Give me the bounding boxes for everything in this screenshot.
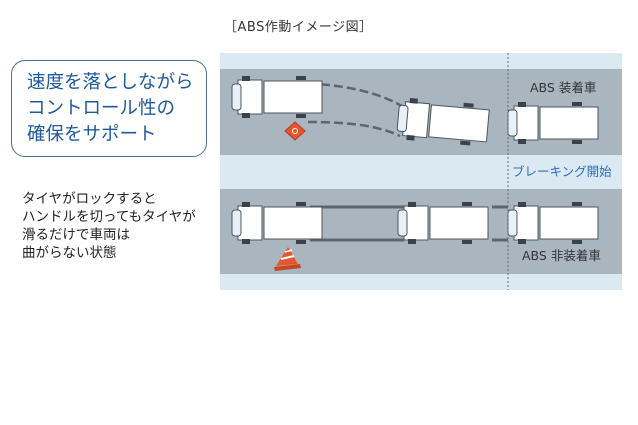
wheel-lock-description: タイヤがロックすると ハンドルを切ってもタイヤが 滑るだけで車両は 曲がらない状…: [22, 190, 196, 262]
lane-band: [220, 53, 622, 69]
truck-icon: [231, 201, 323, 245]
lane-band: [220, 274, 622, 290]
obstacle-sign-icon: [284, 121, 306, 141]
lane-band: [220, 155, 622, 189]
callout-line-1: 速度を落としながら: [27, 72, 194, 93]
label-abs-equipped: ABS 装着車: [530, 80, 596, 95]
label-braking-start: ブレーキング開始: [512, 164, 612, 179]
callout-line-3: 確保をサポート: [27, 124, 157, 145]
label-abs-not-equipped: ABS 非装着車: [522, 248, 601, 263]
truck-icon: [397, 201, 489, 245]
description-line-1: タイヤがロックすると: [22, 191, 157, 207]
truck-icon: [231, 75, 323, 119]
callout-line-2: コントロール性の: [27, 98, 176, 119]
traffic-cone-icon: [274, 247, 301, 271]
description-line-4: 曲がらない状態: [22, 245, 117, 261]
description-line-2: ハンドルを切ってもタイヤが: [22, 209, 196, 225]
skid-trace: [307, 82, 406, 110]
skid-trace: [307, 120, 401, 138]
description-line-3: 滑るだけで車両は: [22, 227, 130, 243]
abs-benefit-callout: 速度を落としながら コントロール性の 確保をサポート: [11, 60, 207, 157]
diagram-title: ［ABS作動イメージ図］: [224, 20, 373, 35]
truck-icon: [507, 201, 599, 245]
truck-icon: [507, 101, 599, 145]
